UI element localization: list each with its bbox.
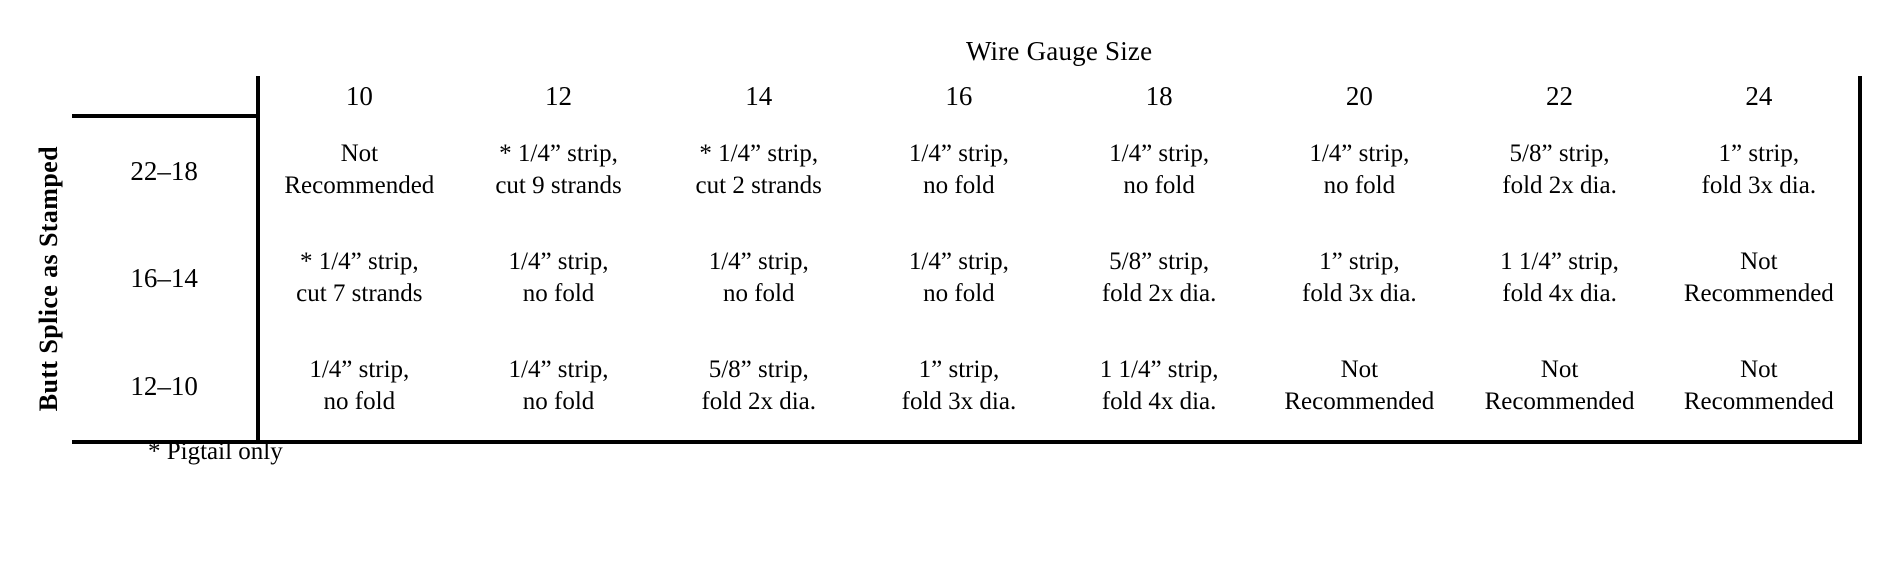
row-header-12-10: 12–10 <box>72 332 259 444</box>
cell-22-18-20: 1/4” strip, no fold <box>1259 116 1459 224</box>
cell-12-10-10: 1/4” strip, no fold <box>256 332 459 444</box>
cell-12-10-20: Not Recommended <box>1259 332 1460 444</box>
corner-spacer-a <box>36 26 72 76</box>
cell-line-1: 1/4” strip, <box>508 355 609 383</box>
table-row: Butt Splice as Stamped 22–18 Not Recomme… <box>34 114 1863 412</box>
table-row: 16–14 * 1/4” strip, cut 7 strands 1/4” s… <box>36 224 1863 332</box>
cell-line-1: 5/8” strip, <box>1109 247 1210 275</box>
cell-22-18-10: Not Recommended <box>256 116 459 224</box>
cell-line-2: Recommended <box>1284 388 1435 415</box>
cell-12-10-12: 1/4” strip, no fold <box>458 332 659 444</box>
cell-line-1: 1/4” strip, <box>1109 139 1210 167</box>
cell-line-2: no fold <box>1123 172 1195 199</box>
cell-line-2: cut 7 strands <box>296 280 423 307</box>
row-header-22-18: 22–18 <box>72 114 259 224</box>
cell-line-2: Recommended <box>1484 388 1635 415</box>
cell-line-2: no fold <box>522 388 595 415</box>
cell-16-14-14: 1/4” strip, no fold <box>659 224 859 332</box>
cell-line-1: 5/8” strip, <box>1509 139 1610 167</box>
cell-line-2: cut 2 strands <box>695 172 822 199</box>
cell-16-14-22: 1 1/4” strip, fold 4x dia. <box>1459 224 1659 332</box>
cell-line-2: Recommended <box>1683 280 1834 307</box>
column-header-14: 14 <box>745 80 773 111</box>
cell-line-1: 1/4” strip, <box>908 139 1009 167</box>
corner-spacer-d <box>72 76 258 116</box>
wire-gauge-table: Wire Gauge Size 10 12 14 16 18 20 22 24 <box>34 26 1863 444</box>
cell-12-10-22: Not Recommended <box>1459 332 1660 444</box>
table-header-banner-row: Wire Gauge Size <box>36 26 1860 76</box>
cell-line-1: 5/8” strip, <box>708 355 809 383</box>
cell-22-18-16: 1/4” strip, no fold <box>859 116 1059 224</box>
column-header-24: 24 <box>1659 76 1863 116</box>
cell-22-18-12: * 1/4” strip, cut 9 strands <box>458 116 658 224</box>
table-column-header-row: 10 12 14 16 18 20 22 24 <box>36 76 1863 116</box>
cell-line-1: 1” strip, <box>1718 139 1800 167</box>
column-header-16: 16 <box>945 80 973 111</box>
column-group-header: Wire Gauge Size <box>965 35 1153 66</box>
cell-line-1: Not <box>340 139 379 167</box>
cell-line-2: fold 2x dia. <box>701 388 817 415</box>
cell-line-2: fold 2x dia. <box>1502 172 1617 199</box>
cell-16-14-18: 5/8” strip, fold 2x dia. <box>1059 224 1259 332</box>
corner-spacer-c <box>36 76 72 116</box>
corner-spacer-b <box>72 26 258 76</box>
cell-line-1: * 1/4” strip, <box>299 247 419 275</box>
cell-line-2: fold 3x dia. <box>1302 280 1417 307</box>
cell-line-2: fold 3x dia. <box>901 388 1017 415</box>
cell-line-1: 1/4” strip, <box>908 247 1009 275</box>
cell-line-1: * 1/4” strip, <box>699 139 819 167</box>
cell-line-2: cut 9 strands <box>495 172 622 199</box>
cell-12-10-14: 5/8” strip, fold 2x dia. <box>658 332 859 444</box>
table-row: 12–10 1/4” strip, no fold 1/4” strip, no… <box>36 332 1863 444</box>
column-header-10: 10 <box>256 76 459 116</box>
cell-line-1: 1” strip, <box>918 355 1000 383</box>
row-header-16-14: 16–14 <box>130 262 198 293</box>
cell-line-1: 1/4” strip, <box>309 355 410 383</box>
cell-line-1: 1 1/4” strip, <box>1500 247 1619 275</box>
cell-16-14-24: Not Recommended <box>1659 224 1863 332</box>
cell-line-2: Recommended <box>284 172 435 199</box>
cell-16-14-20: 1” strip, fold 3x dia. <box>1259 224 1459 332</box>
cell-12-10-24: Not Recommended <box>1659 332 1863 444</box>
cell-line-1: Not <box>1540 355 1579 383</box>
cell-12-10-18: 1 1/4” strip, fold 4x dia. <box>1059 332 1260 444</box>
cell-line-2: Recommended <box>1683 388 1834 415</box>
cell-16-14-10: * 1/4” strip, cut 7 strands <box>256 224 459 332</box>
cell-line-2: fold 2x dia. <box>1101 280 1217 307</box>
cell-line-1: 1 1/4” strip, <box>1099 355 1219 383</box>
cell-line-2: no fold <box>323 388 396 415</box>
cell-line-2: no fold <box>923 280 995 307</box>
cell-line-1: 1/4” strip, <box>508 247 609 275</box>
row-group-header-label: Butt Splice as Stamped <box>34 146 63 412</box>
cell-22-18-22: 5/8” strip, fold 2x dia. <box>1459 116 1659 224</box>
cell-12-10-16: 1” strip, fold 3x dia. <box>858 332 1060 444</box>
cell-line-2: no fold <box>1323 172 1396 199</box>
cell-line-1: Not <box>1740 247 1778 275</box>
cell-line-2: no fold <box>923 172 995 199</box>
cell-line-2: no fold <box>522 280 595 307</box>
column-header-22: 22 <box>1546 80 1574 111</box>
cell-line-1: * 1/4” strip, <box>499 139 618 167</box>
column-header-12: 12 <box>545 80 573 111</box>
cell-line-1: 1” strip, <box>1319 247 1400 275</box>
cell-22-18-24: 1” strip, fold 3x dia. <box>1659 116 1863 224</box>
cell-line-2: no fold <box>722 280 795 307</box>
cell-line-1: 1/4” strip, <box>708 247 809 275</box>
cell-16-14-16: 1/4” strip, no fold <box>859 224 1059 332</box>
cell-16-14-12: 1/4” strip, no fold <box>458 224 658 332</box>
wire-gauge-chart: Wire Gauge Size 10 12 14 16 18 20 22 24 <box>34 26 1896 444</box>
cell-line-1: Not <box>1740 355 1778 383</box>
cell-line-2: fold 4x dia. <box>1502 280 1617 307</box>
cell-line-1: 1/4” strip, <box>1309 139 1410 167</box>
column-header-18: 18 <box>1145 80 1173 111</box>
cell-line-2: fold 3x dia. <box>1701 172 1817 199</box>
footnote: * Pigtail only <box>148 438 283 465</box>
cell-22-18-18: 1/4” strip, no fold <box>1059 116 1259 224</box>
column-header-20: 20 <box>1345 80 1373 111</box>
cell-line-2: fold 4x dia. <box>1101 388 1217 415</box>
cell-22-18-14: * 1/4” strip, cut 2 strands <box>659 116 859 224</box>
row-group-header: Butt Splice as Stamped <box>34 116 72 442</box>
cell-line-1: Not <box>1340 355 1379 383</box>
